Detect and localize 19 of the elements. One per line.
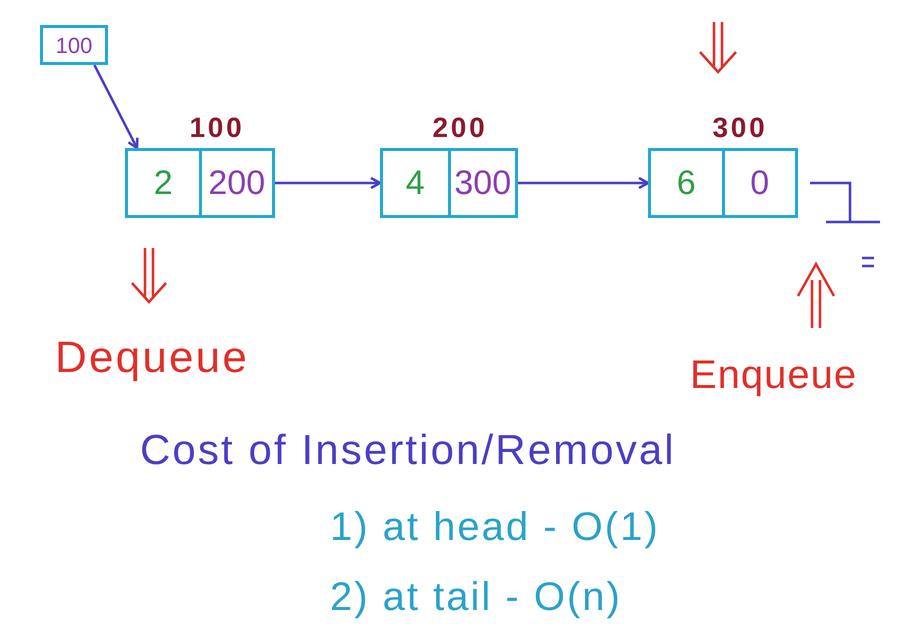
- address-value: 300: [454, 162, 512, 204]
- node-address: 100: [188, 111, 246, 145]
- address-value: 0: [750, 162, 770, 204]
- operation-label: Enqueue: [690, 352, 858, 399]
- note-text: 1) at head - O(1): [330, 504, 660, 551]
- data-value: 4: [406, 162, 425, 204]
- address-value: 100: [56, 32, 92, 60]
- head-pointer-box: [40, 25, 108, 65]
- arrow: [93, 64, 139, 150]
- operation-label: Dequeue: [55, 332, 249, 384]
- address-value: 200: [208, 162, 266, 204]
- data-value: 6: [676, 162, 696, 204]
- note-text: 2) at tail - O(n): [330, 574, 622, 621]
- data-value: 2: [154, 162, 173, 204]
- note-text: Cost of Insertion/Removal: [140, 425, 676, 475]
- node-address: 300: [711, 111, 769, 145]
- node-address: 200: [431, 111, 489, 145]
- arrow: [518, 176, 650, 190]
- arrow: [275, 176, 382, 190]
